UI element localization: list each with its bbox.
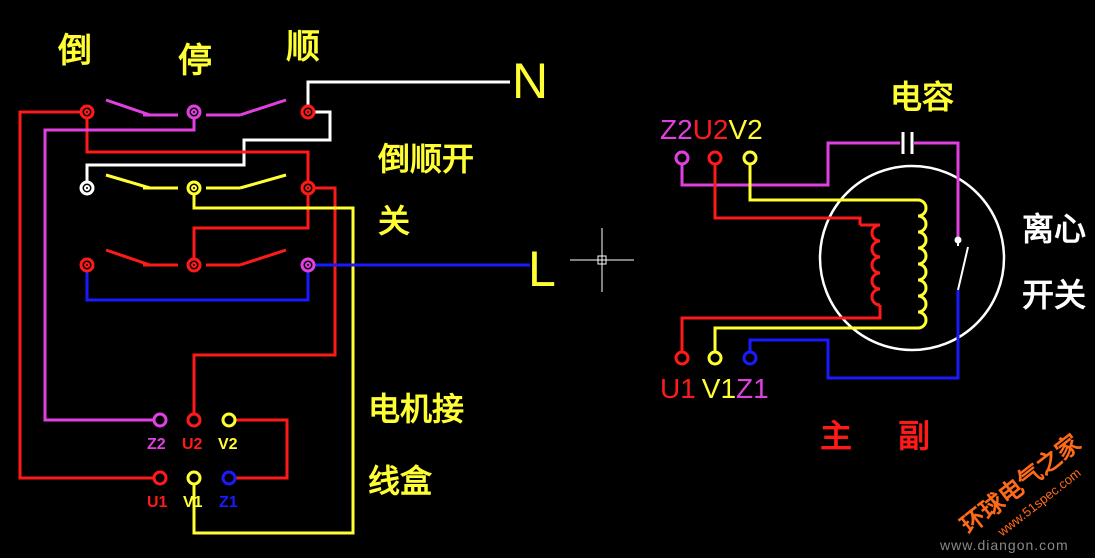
motor-body (818, 164, 1006, 352)
centrifugal-label-1: 离心 (1022, 210, 1086, 248)
main-winding-label: 主 (820, 417, 852, 455)
junction-title-2: 线盒 (368, 462, 433, 500)
centrifugal-label-2: 开关 (1022, 276, 1086, 314)
terminal-forward-2 (300, 180, 316, 196)
terminal-stop-3 (186, 257, 202, 273)
watermark: 环球电气之家 www.51spec.com (955, 429, 1086, 540)
label-forward: 顺 (286, 27, 320, 67)
jb-u2 (186, 412, 202, 428)
switch-title-1: 倒顺开 (377, 140, 474, 178)
jb-label-u2: U2 (182, 436, 203, 453)
switch-wiring (18, 80, 530, 535)
main-winding (870, 223, 881, 307)
crosshair-icon (570, 228, 634, 292)
terminal-stop-1 (186, 104, 202, 120)
terminal-forward-1 (300, 104, 316, 120)
watermark-footer: www.diangon.com (939, 537, 1069, 553)
jb-z2 (152, 412, 168, 428)
switch-title-2: 关 (378, 202, 410, 240)
terminal-reverse-1 (79, 104, 95, 120)
jb-label-z2: Z2 (147, 436, 166, 453)
terminal-reverse-2 (79, 180, 95, 196)
switch-terminals (79, 104, 316, 273)
jb-v2 (221, 412, 237, 428)
terminal-forward-3 (300, 257, 316, 273)
label-live: L (528, 241, 556, 297)
aux-winding-label: 副 (898, 417, 930, 455)
jb-label-v1: V1 (183, 494, 203, 511)
label-reverse: 倒 (57, 31, 92, 71)
motor-v1 (707, 350, 723, 366)
jb-v1 (186, 470, 202, 486)
jb-label-v2: V2 (218, 436, 238, 453)
label-stop: 停 (178, 41, 212, 81)
motor-terminals (674, 150, 758, 366)
jb-label-u1: U1 (147, 494, 168, 511)
motor-v2 (742, 150, 758, 166)
motor-z1 (742, 350, 758, 366)
motor-u2 (707, 150, 723, 166)
capacitor-label: 电容 (890, 78, 954, 116)
neutral-wire-2 (85, 110, 332, 188)
motor-label-z2: Z2U2V2 (660, 114, 763, 145)
jb-label-z1: Z1 (219, 494, 238, 511)
neutral-wire (306, 80, 510, 112)
aux-winding (917, 198, 928, 330)
junction-title-1: 电机接 (368, 390, 464, 428)
junction-terminals (152, 412, 237, 486)
terminal-stop-2 (186, 180, 202, 196)
jb-z1 (221, 470, 237, 486)
motor-wiring (680, 132, 1006, 380)
jb-u1 (152, 470, 168, 486)
terminal-reverse-3 (79, 257, 95, 273)
motor-u1 (674, 350, 690, 366)
motor-z2 (674, 150, 690, 166)
label-neutral: N (512, 53, 548, 109)
